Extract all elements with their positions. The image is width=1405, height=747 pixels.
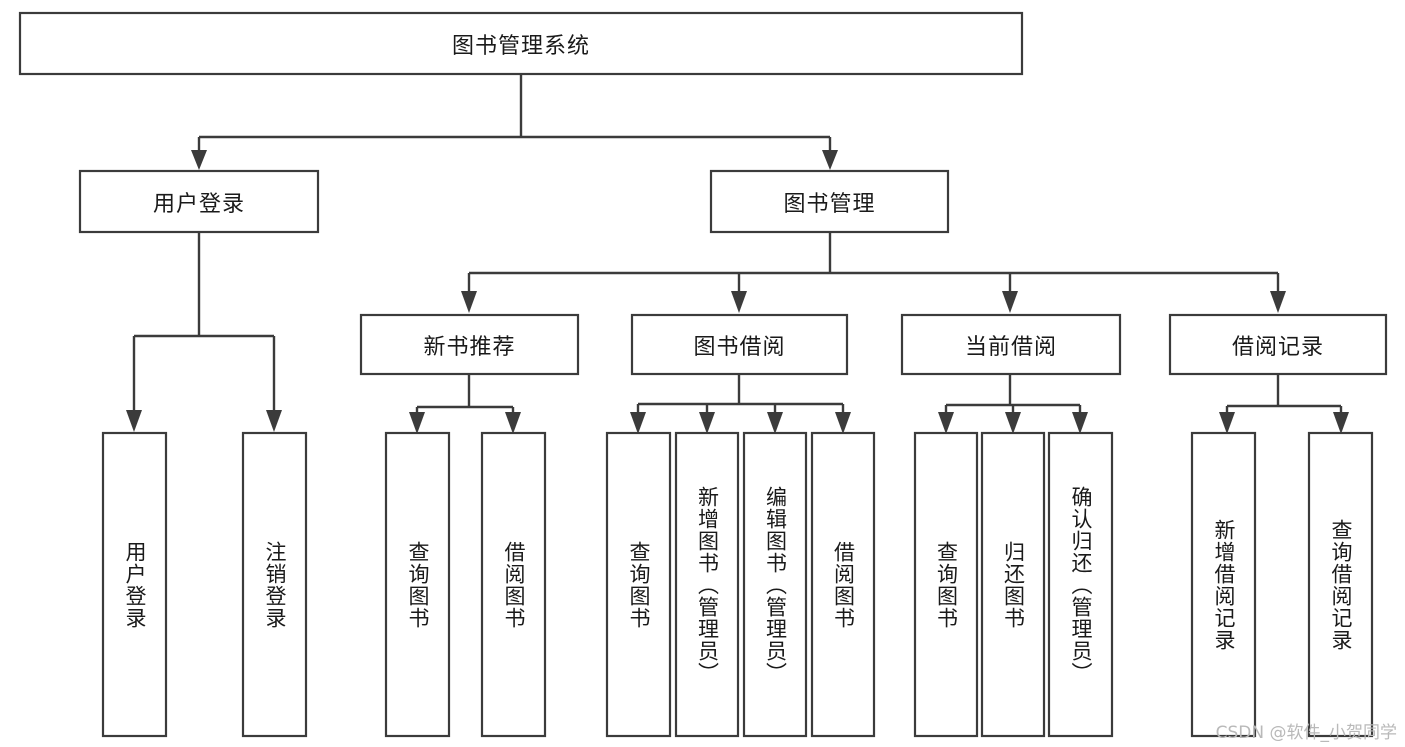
- node-box-leaf-book-borrow-0[interactable]: [605, 431, 672, 738]
- arrow-head-icon: [266, 410, 282, 432]
- node-box-leaf-borrow-record-1[interactable]: [1307, 431, 1374, 738]
- arrow-head-icon: [1072, 412, 1088, 434]
- node-box-book-borrow[interactable]: [630, 313, 849, 376]
- node-box-leaf-book-borrow-3[interactable]: [810, 431, 876, 738]
- arrow-head-icon: [126, 410, 142, 432]
- node-box-leaf-user-login-0[interactable]: [101, 431, 168, 738]
- watermark-text: CSDN @软件_小贺同学: [1215, 723, 1397, 743]
- arrow-head-icon: [731, 291, 747, 313]
- arrow-head-icon: [767, 412, 783, 434]
- connector-group-current-borrow: [938, 374, 1088, 434]
- node-box-root[interactable]: [18, 11, 1024, 76]
- node-box-leaf-book-borrow-1[interactable]: [674, 431, 740, 738]
- arrow-head-icon: [1005, 412, 1021, 434]
- connector-group-root: [191, 75, 838, 170]
- arrow-head-icon: [461, 291, 477, 313]
- node-box-current-borrow[interactable]: [900, 313, 1122, 376]
- arrow-head-icon: [1270, 291, 1286, 313]
- arrow-head-icon: [1219, 412, 1235, 434]
- node-box-leaf-current-borrow-0[interactable]: [913, 431, 979, 738]
- node-box-leaf-new-book-1[interactable]: [480, 431, 547, 738]
- arrow-head-icon: [630, 412, 646, 434]
- node-box-leaf-user-login-1[interactable]: [241, 431, 308, 738]
- connector-group-book-manage: [461, 232, 1286, 313]
- arrow-head-icon: [835, 412, 851, 434]
- node-box-leaf-current-borrow-1[interactable]: [980, 431, 1046, 738]
- arrow-head-icon: [505, 412, 521, 434]
- node-box-borrow-record[interactable]: [1168, 313, 1388, 376]
- arrow-head-icon: [409, 412, 425, 434]
- arrow-head-icon: [938, 412, 954, 434]
- arrow-head-icon: [699, 412, 715, 434]
- connector-group-borrow-record: [1219, 374, 1349, 434]
- node-box-book-manage[interactable]: [709, 169, 950, 234]
- arrow-head-icon: [191, 150, 207, 170]
- node-box-user-login[interactable]: [78, 169, 320, 234]
- node-box-new-book-recommend[interactable]: [359, 313, 580, 376]
- node-box-leaf-current-borrow-2[interactable]: [1047, 431, 1114, 738]
- connector-group-user-login: [126, 232, 282, 432]
- node-box-leaf-book-borrow-2[interactable]: [742, 431, 808, 738]
- node-box-leaf-borrow-record-0[interactable]: [1190, 431, 1257, 738]
- arrow-head-icon: [1002, 291, 1018, 313]
- arrow-head-icon: [1333, 412, 1349, 434]
- arrow-head-icon: [822, 150, 838, 170]
- node-box-leaf-new-book-0[interactable]: [384, 431, 451, 738]
- connector-group-book-borrow: [630, 374, 851, 434]
- connector-group-new-book: [409, 374, 521, 434]
